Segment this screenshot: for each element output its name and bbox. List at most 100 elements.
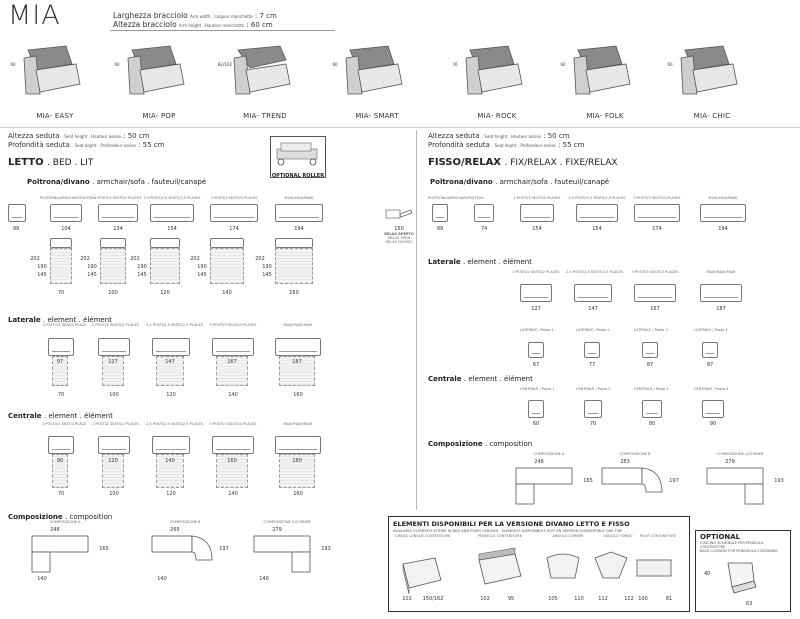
sofa-width: 154 <box>532 226 542 232</box>
right-sofa-heading: Poltrona/divano . armchair/sofa . fauteu… <box>430 178 610 186</box>
sofa-caption: POLTRONA/ARMCHAIR/FAUTEUIL <box>428 196 485 200</box>
laterale-width: 147 <box>588 306 598 312</box>
seat-line <box>102 449 126 450</box>
centrale-inner-width: 160 <box>227 458 237 464</box>
centrale-module <box>48 436 74 454</box>
column-divider <box>416 130 417 510</box>
seat-line <box>588 353 596 354</box>
back-cushion-icon <box>727 562 757 594</box>
left-laterale-heading: Laterale . element . élément <box>8 316 112 324</box>
module-icon <box>402 557 442 595</box>
laterale-width: 160 <box>293 392 303 398</box>
composition-plan-icon <box>706 467 764 505</box>
bed-depth-b: 145 <box>137 272 147 278</box>
centrale-width: 90 <box>709 421 717 427</box>
seat-line <box>279 217 319 218</box>
laterale-width: 127 <box>531 306 541 312</box>
right-laterale-heading: Laterale . element . élément <box>428 258 532 266</box>
bed-outline <box>100 248 126 284</box>
centrale-module <box>212 436 254 454</box>
bed-depth-a: 190 <box>262 264 272 270</box>
module-icon <box>478 547 522 585</box>
centrale-width: 70 <box>589 421 597 427</box>
relax-open-figure: 150 RELAX APERTO RELAX OPEN RELAX OUVERT <box>384 206 414 244</box>
laterale-bed <box>52 356 68 386</box>
seat-line <box>102 217 134 218</box>
seat-line <box>646 413 658 414</box>
centrale-caption: MAXI/MAXI/MAXI <box>283 422 313 426</box>
composition-caption: COMPOSIZIONE C/CORNER <box>263 520 311 524</box>
laterale-small-caption: LATERALE / Posto 3 <box>634 328 668 332</box>
sofa-width: 74 <box>480 226 488 232</box>
seat-line <box>216 449 250 450</box>
laterale-module <box>574 284 612 302</box>
sofa-width: 134 <box>113 226 123 232</box>
laterale-bed <box>279 356 315 386</box>
seat-line <box>154 217 190 218</box>
sofa-caption: MAXI/MAXI/MAXI <box>284 196 314 200</box>
arm-height-label: 60 <box>560 62 566 67</box>
sofa-width: 194 <box>718 226 728 232</box>
bed-outline <box>275 248 313 284</box>
bed-depth-a: 190 <box>197 264 207 270</box>
sofa-caption: 2 POSTI/2 SEATS/2 PLACES <box>513 196 561 200</box>
module-icon <box>636 559 672 577</box>
available-caption: POUF CONTENITORE <box>640 534 676 538</box>
bed-sofa-head <box>150 238 180 248</box>
laterale-width: 100 <box>109 392 119 398</box>
page-title: MIA <box>8 0 61 31</box>
seat-line <box>524 217 550 218</box>
optional-box: OPTIONAL CUSCINO SCHIENALE PER PENISOLA … <box>695 530 791 612</box>
laterale-caption: 3 POSTI/3 SEATS/3 PLACES <box>631 270 679 274</box>
composition-bottom-width: 140 <box>259 576 269 582</box>
composition-caption: COMPOSIZIONE A <box>49 520 81 524</box>
arm-name-label: MIA- POP <box>142 112 176 120</box>
centrale-module <box>152 436 190 454</box>
available-depth: 112 <box>624 596 634 602</box>
seat-line <box>156 449 186 450</box>
laterale-small-module <box>702 342 718 358</box>
laterale-small-module <box>642 342 658 358</box>
laterale-width: 70 <box>57 392 65 398</box>
laterale-inner-width: 187 <box>292 359 302 365</box>
laterale-caption: 2 POSTI/2 SEATS/2 PLACES <box>92 323 139 327</box>
arm-name-label: MIA- EASY <box>36 112 74 120</box>
bed-width: 100 <box>108 290 118 296</box>
sofa-width: 104 <box>61 226 71 232</box>
laterale-caption: 2,5 POSTI/2,5 SEATS/2,5 PLACES <box>566 270 623 274</box>
sofa-module <box>50 204 82 222</box>
laterale-module <box>48 338 74 356</box>
armchair <box>432 204 448 222</box>
available-width: 102 <box>480 596 490 602</box>
centrale-inner-width: 140 <box>165 458 175 464</box>
bed-outline <box>50 248 72 284</box>
seat-line <box>52 351 70 352</box>
available-caption: ANGOLO CORNER <box>552 534 584 538</box>
laterale-caption: 1 POSTO/1 SEAT/1 PLACE <box>42 323 87 327</box>
laterale-module <box>212 338 254 356</box>
armchair-profile-icon <box>127 45 185 95</box>
centrale-module <box>528 400 544 418</box>
centrale-bed <box>52 454 68 488</box>
armchair-profile-icon <box>680 45 738 95</box>
arm-height-label: 76 <box>452 62 458 67</box>
seat-line <box>102 351 126 352</box>
centrale-inner-width: 90 <box>56 458 64 464</box>
composition-side-depth: 197 <box>669 478 679 484</box>
optional-subtitle-en: BACK CUSHION FOR PENINSULA CONTAINER <box>700 549 778 553</box>
arm-name-label: MIA- SMART <box>355 112 399 120</box>
centrale-caption: 2 POSTI/2 SEATS/2 PLACES <box>92 422 139 426</box>
bed-sofa-head <box>100 238 126 248</box>
bed-depth-a: 190 <box>37 264 47 270</box>
module-icon <box>594 551 628 579</box>
left-centrale-heading: Centrale . element . élément <box>8 412 113 420</box>
bed-depth-total: 202 <box>255 256 265 262</box>
sofa-module <box>98 204 138 222</box>
centrale-width: 120 <box>166 491 176 497</box>
centrale-caption: CENTRALE / Posto 1 <box>520 387 555 391</box>
bed-depth-total: 202 <box>130 256 140 262</box>
laterale-inner-width: 167 <box>227 359 237 365</box>
armchair-profile-icon <box>345 45 403 95</box>
laterale-caption: 2,5 POSTI/2,5 SEATS/2,5 PLACES <box>146 323 203 327</box>
